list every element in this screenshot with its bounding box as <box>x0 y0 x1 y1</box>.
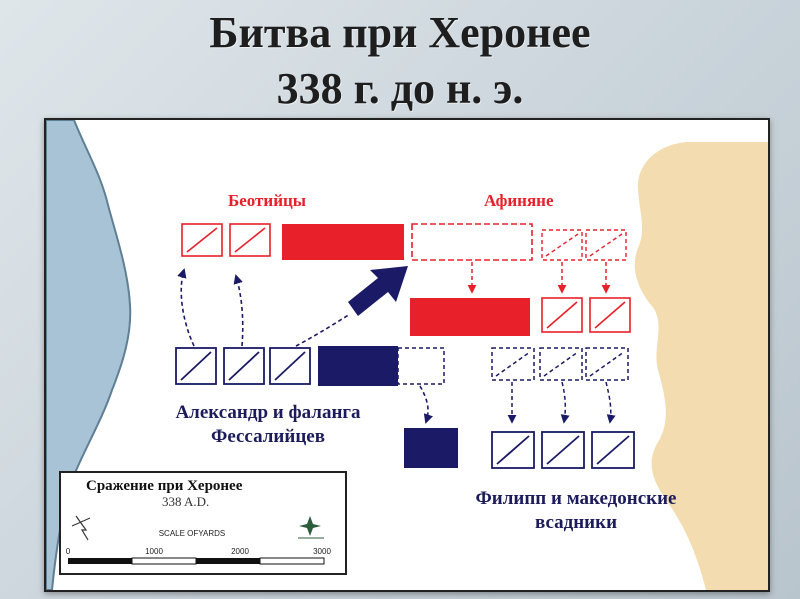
macedonian-unit-1 <box>175 347 217 385</box>
compass-rose-icon <box>298 516 324 539</box>
philip-dashed-unit-3 <box>585 347 629 381</box>
philip-retreat-arrow-2 <box>560 381 570 424</box>
philip-dashed-unit-2 <box>539 347 583 381</box>
athenian-unit-advanced-1 <box>541 297 583 333</box>
battle-map-panel: Беотийцы Афиняне <box>44 118 770 592</box>
phalanx-retreated-block <box>404 428 458 468</box>
sacred-band-block <box>282 224 404 260</box>
battle-map: Беотийцы Афиняне <box>46 120 768 590</box>
boeotian-unit-2 <box>229 223 271 257</box>
philip-unit-retreated-2 <box>541 431 585 469</box>
label-boeotians: Беотийцы <box>228 191 306 210</box>
hills-terrain <box>634 142 768 590</box>
label-athenians: Афиняне <box>484 191 554 210</box>
macedonian-unit-2 <box>223 347 265 385</box>
philip-dashed-unit-1 <box>491 347 535 381</box>
alexander-attack-path <box>295 313 351 347</box>
philip-unit-retreated-3 <box>591 431 635 469</box>
scale-tick-3000: 3000 <box>313 547 331 556</box>
macedonian-phalanx-block <box>318 346 398 386</box>
scale-tick-2000: 2000 <box>231 547 249 556</box>
phalanx-retreat-arrow <box>419 385 433 424</box>
athenian-unit-advanced-2 <box>589 297 631 333</box>
philip-unit-retreated-1 <box>491 431 535 469</box>
page-subtitle-date: 338 г. до н. э. <box>276 64 524 113</box>
cavalry-arrow-2 <box>233 274 244 347</box>
label-philip-line2: всадники <box>535 512 617 533</box>
north-arrow-icon <box>71 515 91 541</box>
cavalry-arrow-1 <box>177 268 195 347</box>
alexander-breakthrough-arrow <box>348 266 408 316</box>
scale-tick-1000: 1000 <box>145 547 163 556</box>
athenian-advanced-block <box>410 298 530 336</box>
legend-title: Сражение при Херонее <box>86 478 243 494</box>
page-title: Битва при Херонее <box>209 8 591 57</box>
athenian-dashed-unit-2 <box>585 229 627 261</box>
label-philip-line1: Филипп и македонские <box>475 488 676 509</box>
label-alexander-line2: Фессалийцев <box>211 426 325 447</box>
legend-scale-caption: SCALE OFYARDS <box>159 529 226 538</box>
scale-bar <box>68 557 325 565</box>
legend-subtitle: 338 A.D. <box>162 494 209 509</box>
athenian-dashed-unit-1 <box>541 229 583 261</box>
boeotian-unit-1 <box>181 223 223 257</box>
label-alexander-line1: Александр и фаланга <box>175 402 361 423</box>
legend-box: Сражение при Херонее 338 A.D. SCALE OFYA… <box>59 471 347 575</box>
philip-retreat-arrow-3 <box>605 381 616 424</box>
athenian-original-position <box>411 223 533 261</box>
macedonian-unit-3 <box>269 347 311 385</box>
scale-tick-0: 0 <box>66 547 71 556</box>
phalanx-original-position <box>397 347 445 385</box>
